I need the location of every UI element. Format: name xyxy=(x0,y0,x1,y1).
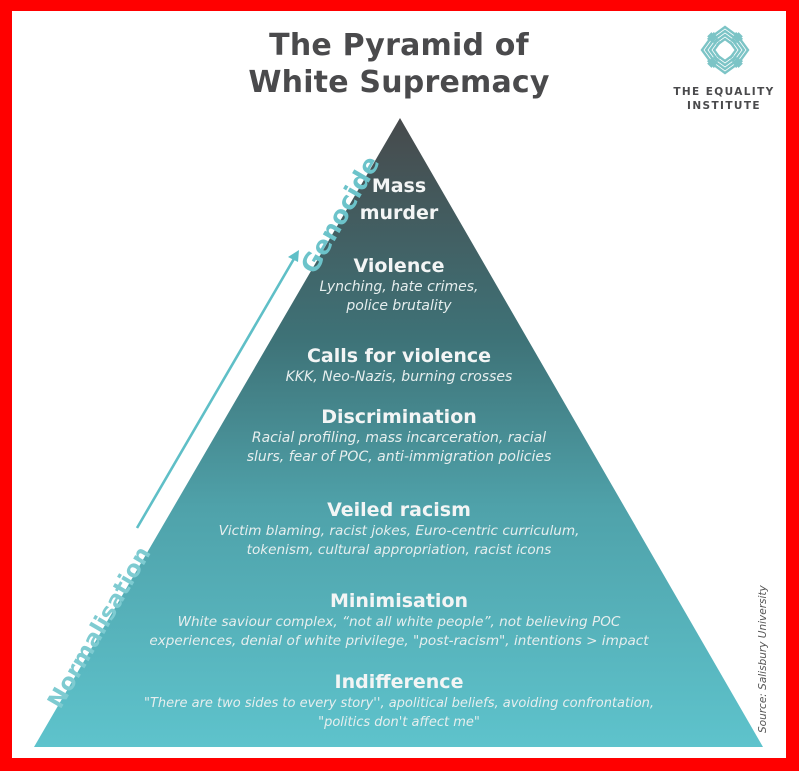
page-title: The Pyramid of White Supremacy xyxy=(12,27,786,101)
tier-description-line: "politics don't affect me" xyxy=(318,715,480,730)
tier-description-line: Victim blaming, racist jokes, Euro-centr… xyxy=(218,523,580,539)
tier-title-line: murder xyxy=(359,202,439,224)
title-line-1: The Pyramid of xyxy=(269,28,529,63)
tier-description-line: police brutality xyxy=(346,298,452,314)
equality-institute-logo-icon xyxy=(700,25,750,75)
tier-description-line: slurs, fear of POC, anti-immigration pol… xyxy=(246,449,552,465)
pyramid-shape xyxy=(34,118,763,747)
title-line-2: White Supremacy xyxy=(248,65,550,100)
tier-description-line: White saviour complex, “not all white pe… xyxy=(177,614,621,630)
tier-title: Mass murder xyxy=(12,173,786,227)
infographic-canvas: The Pyramid of White Supremacy THE EQUAL… xyxy=(12,11,786,758)
tier-title-line: Mass xyxy=(371,175,427,197)
tier-title: Veiled racism xyxy=(12,498,786,522)
up-arrow-icon xyxy=(288,250,299,262)
pyramid-tier: Mass murder xyxy=(12,173,786,227)
tier-description-line: tokenism, cultural appropriation, racist… xyxy=(246,542,552,558)
tier-title-line: Discrimination xyxy=(321,406,477,428)
tier-description: Lynching, hate crimes, police brutality xyxy=(12,278,786,316)
tier-title-line: Indifference xyxy=(334,671,464,693)
tier-title: Minimisation xyxy=(12,589,786,613)
tier-description-line: experiences, denial of white privilege, … xyxy=(149,633,649,649)
tier-title: Indifference xyxy=(12,670,786,694)
tier-title-line: Minimisation xyxy=(329,590,469,612)
escalation-arrow-line xyxy=(135,256,297,529)
logo-text-line-1: THE EQUALITY xyxy=(673,86,775,98)
tier-description: Racial profiling, mass incarceration, ra… xyxy=(12,429,786,467)
pyramid-graphic xyxy=(34,118,763,747)
equality-institute-logo: THE EQUALITY INSTITUTE xyxy=(664,15,784,115)
tier-title-line: Violence xyxy=(353,255,445,277)
tier-description-line: "There are two sides to every story'', a… xyxy=(143,696,655,711)
tier-description: Victim blaming, racist jokes, Euro-centr… xyxy=(12,522,786,560)
tier-title: Calls for violence xyxy=(12,344,786,368)
tier-description: White saviour complex, “not all white pe… xyxy=(12,613,786,651)
logo-text-line-2: INSTITUTE xyxy=(687,100,761,112)
tier-title: Discrimination xyxy=(12,405,786,429)
tier-title: Violence xyxy=(12,254,786,278)
pyramid-tier: Indifference "There are two sides to ever… xyxy=(12,670,786,732)
source-credit: Source: Salisbury University xyxy=(757,585,769,733)
tier-description-line: Lynching, hate crimes, xyxy=(319,279,479,295)
tier-description-line: Racial profiling, mass incarceration, ra… xyxy=(251,430,547,446)
tier-description-line: KKK, Neo-Nazis, burning crosses xyxy=(285,369,513,385)
tier-description: KKK, Neo-Nazis, burning crosses xyxy=(12,368,786,387)
tier-title-line: Calls for violence xyxy=(306,345,492,367)
tier-title-line: Veiled racism xyxy=(327,499,471,521)
logo-text: THE EQUALITY INSTITUTE xyxy=(664,85,784,113)
tier-description: "There are two sides to every story'', a… xyxy=(12,694,786,732)
